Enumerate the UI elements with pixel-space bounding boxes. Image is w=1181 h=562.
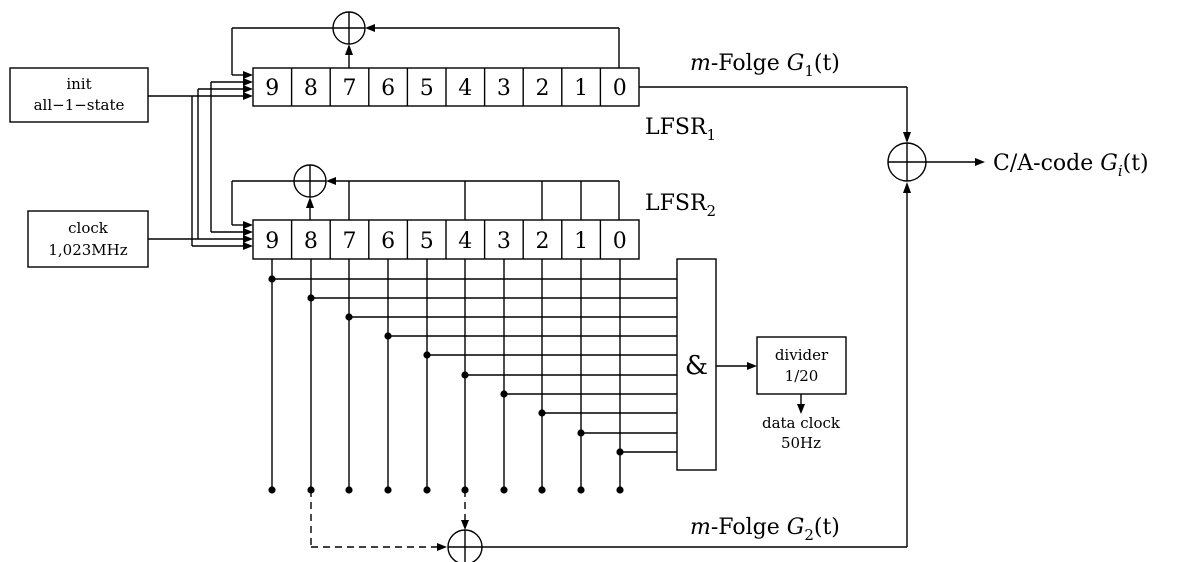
ca-code-output-label: C/A-code Gi(t) bbox=[993, 151, 1149, 180]
lfsr2-cell-5: 5 bbox=[420, 229, 434, 254]
lfsr1-cell-2: 2 bbox=[536, 76, 550, 101]
lfsr1-cell-8: 8 bbox=[304, 76, 318, 101]
lfsr2-cell-7: 7 bbox=[343, 229, 357, 254]
lfsr1-cell-5: 5 bbox=[420, 76, 434, 101]
g1-sequence-label: m-Folge G1(t) bbox=[690, 51, 840, 80]
lfsr2-taps bbox=[271, 259, 677, 490]
divider-line1: divider bbox=[775, 346, 829, 364]
lfsr1-feedback bbox=[231, 11, 620, 79]
lfsr1-cell-7: 7 bbox=[343, 76, 357, 101]
clock-box-line2: 1,023MHz bbox=[48, 241, 127, 259]
init-box-line2: all−1−state bbox=[34, 96, 125, 114]
input-wiring bbox=[148, 81, 244, 247]
tap-junction-dots bbox=[268, 275, 624, 456]
lfsr1-cell-6: 6 bbox=[381, 76, 395, 101]
tap-selector-dots bbox=[268, 486, 624, 494]
init-box-line1: init bbox=[66, 75, 91, 93]
lfsr2-cell-3: 3 bbox=[497, 229, 511, 254]
lfsr1-register: 9 8 7 6 5 4 3 2 1 0 bbox=[252, 67, 640, 107]
divider-box: divider 1/20 bbox=[756, 336, 847, 395]
output-xor bbox=[639, 86, 985, 182]
lfsr1-cell-1: 1 bbox=[574, 76, 588, 101]
lfsr1-label: LFSR1 bbox=[645, 115, 716, 144]
and-gate: & bbox=[676, 258, 717, 471]
lfsr2-cell-1: 1 bbox=[574, 229, 588, 254]
clock-box: clock 1,023MHz bbox=[27, 210, 149, 268]
divider-line2: 1/20 bbox=[785, 367, 819, 385]
clock-box-line1: clock bbox=[68, 219, 109, 237]
lfsr1-cell-0: 0 bbox=[613, 76, 627, 101]
lfsr2-cell-2: 2 bbox=[536, 229, 550, 254]
init-box: init all−1−state bbox=[9, 67, 149, 123]
lfsr2-cell-6: 6 bbox=[381, 229, 395, 254]
lfsr2-cell-8: 8 bbox=[304, 229, 318, 254]
lfsr1-cell-4: 4 bbox=[458, 76, 472, 101]
lfsr2-cell-4: 4 bbox=[458, 229, 472, 254]
lfsr2-cell-9: 9 bbox=[265, 229, 279, 254]
lfsr2-feedback bbox=[231, 164, 620, 229]
data-clock-line2: 50Hz bbox=[781, 434, 821, 452]
and-gate-symbol: & bbox=[685, 351, 708, 381]
g2-phase-selector bbox=[310, 182, 911, 562]
data-clock-line1: data clock bbox=[762, 414, 841, 432]
lfsr2-cell-0: 0 bbox=[613, 229, 627, 254]
input-arrowheads bbox=[243, 78, 253, 250]
lfsr2-label: LFSR2 bbox=[645, 191, 716, 220]
lfsr2-register: 9 8 7 6 5 4 3 2 1 0 bbox=[252, 219, 640, 260]
g2-sequence-label: m-Folge G2(t) bbox=[690, 515, 840, 544]
lfsr1-cell-3: 3 bbox=[497, 76, 511, 101]
lfsr1-cell-9: 9 bbox=[265, 76, 279, 101]
